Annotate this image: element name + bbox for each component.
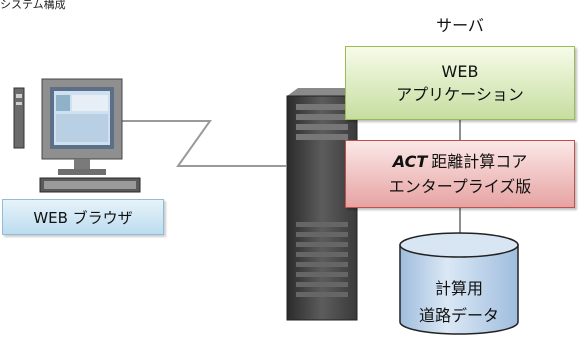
database-cylinder xyxy=(399,232,519,335)
database-line1: 計算用 xyxy=(434,279,483,298)
network-line xyxy=(112,120,286,167)
web-application-line2: アプリケーション xyxy=(396,85,524,104)
web-application-line1: WEB xyxy=(441,62,479,81)
server-tower-icon xyxy=(286,88,368,321)
top-cut-text: システム構成 xyxy=(0,0,66,10)
act-engine-title: 距離計算コア xyxy=(431,152,528,171)
act-brand-text: ACT xyxy=(392,152,428,171)
act-engine-line2: エンタープライズ版 xyxy=(388,177,532,196)
server-label: サーバ xyxy=(436,16,484,35)
web-browser-label: WEB ブラウザ xyxy=(33,208,133,227)
database-label: 計算用 道路データ xyxy=(400,275,518,329)
web-browser-box: WEB ブラウザ xyxy=(2,199,164,235)
web-application-box: WEB アプリケーション xyxy=(345,46,575,120)
computer-icon xyxy=(13,78,141,193)
database-line2: 道路データ xyxy=(418,306,499,325)
